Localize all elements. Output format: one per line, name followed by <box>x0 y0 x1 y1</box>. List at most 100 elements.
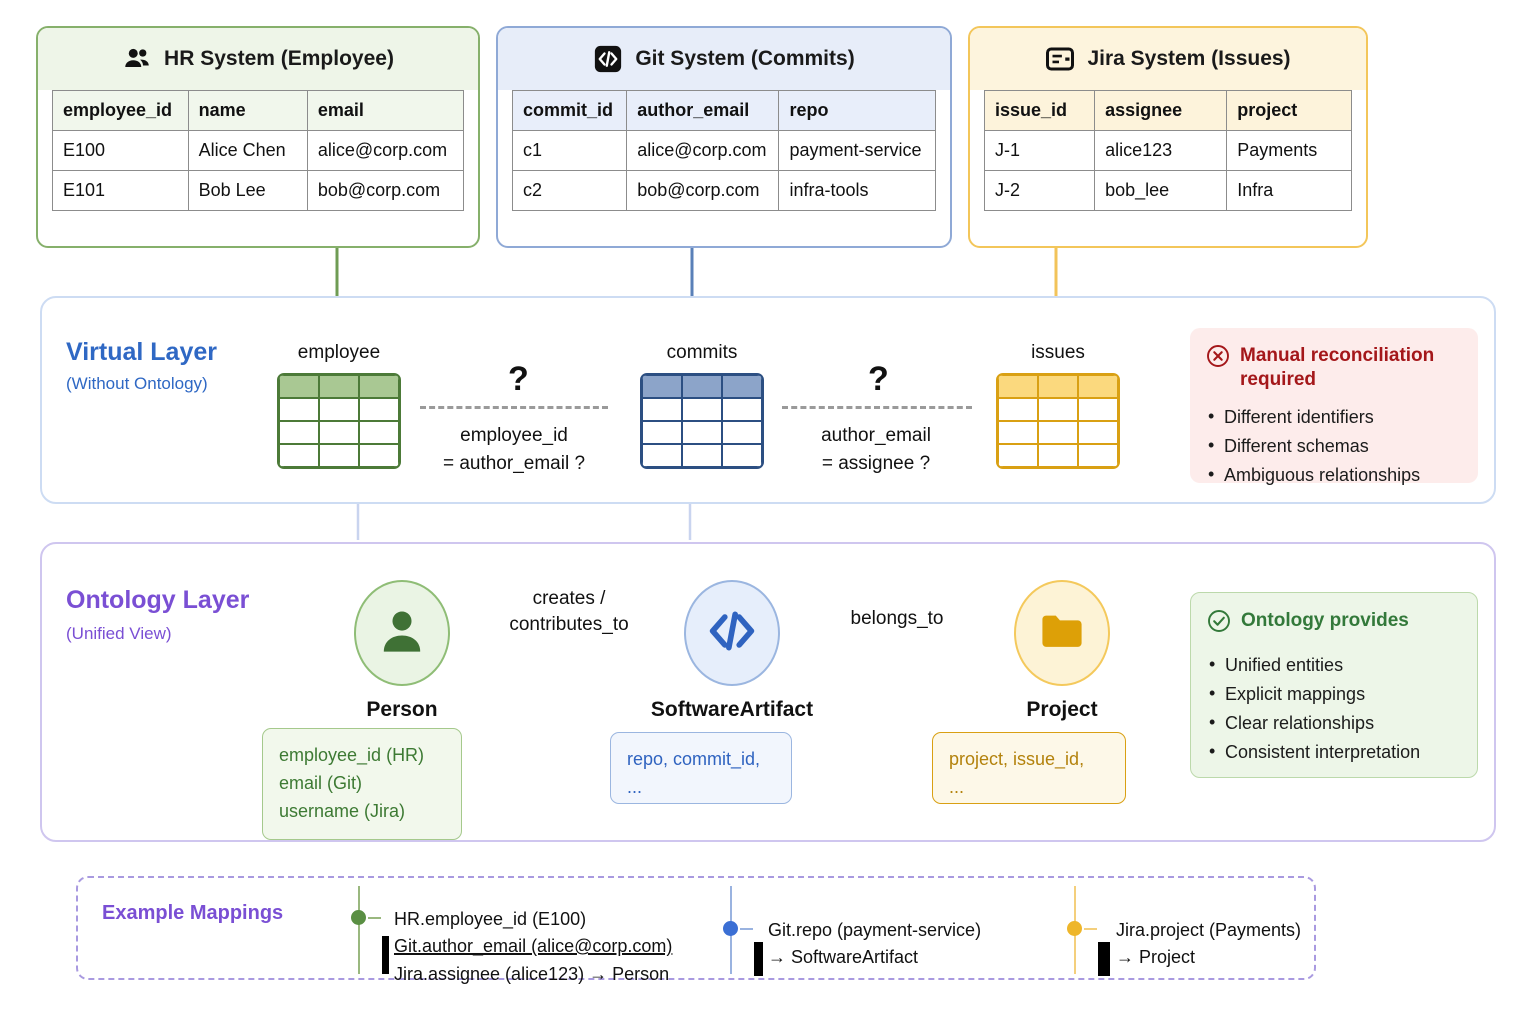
table-cell: bob@corp.com <box>626 170 780 211</box>
callout-list-item: Ambiguous relationships <box>1206 460 1460 490</box>
table-cell: E100 <box>52 130 189 171</box>
callout-list-item: Different identifiers <box>1206 401 1460 432</box>
table-cell: c1 <box>511 130 628 171</box>
node-circle <box>684 580 780 686</box>
mapping-text-block: Jira.project (Payments) → Project <box>1116 917 1301 972</box>
mapping-group-softwareartifact: Git.repo (payment-service) → SoftwareArt… <box>723 886 1020 976</box>
callout-list: Different identifiers Different schemas … <box>1206 401 1460 490</box>
ontology-layer-title: Ontology Layer <box>66 586 250 614</box>
callout-list-item: Unified entities <box>1207 650 1459 680</box>
virtual-link-text-line2: = assignee ? <box>821 452 931 474</box>
relation-label-creates: creates / contributes_to <box>454 586 684 637</box>
table-cell: Payments <box>1226 130 1352 171</box>
table-cell: alice@corp.com <box>626 130 780 171</box>
mapping-text-block: HR.employee_id (E100) Git.author_email (… <box>394 906 672 988</box>
mini-grid <box>277 373 401 469</box>
check-circle-icon <box>1207 609 1231 640</box>
callout-list-item: Consistent interpretation <box>1207 737 1459 767</box>
node-label: Person <box>366 698 438 721</box>
table-row: c2 bob@corp.com infra-tools <box>511 170 936 211</box>
table-row: J-1 alice123 Payments <box>983 130 1352 171</box>
relation-label-belongs-to: belongs_to <box>802 606 992 632</box>
relation-label-line1: creates / <box>532 588 606 609</box>
ontology-node-softwareartifact: SoftwareArtifact <box>644 580 820 722</box>
example-mappings-panel: Example Mappings HR.employee_id (E100) G… <box>76 876 1316 984</box>
column-header: employee_id <box>52 90 189 131</box>
callout-list-item: Different schemas <box>1206 431 1460 461</box>
table-row: c1 alice@corp.com payment-service <box>511 130 936 171</box>
callout-list-item: Clear relationships <box>1207 708 1459 738</box>
mapping-dot <box>723 921 738 936</box>
table-row: E100 Alice Chen alice@corp.com <box>52 130 465 171</box>
mapping-line: Jira.assignee (alice123) → Person <box>394 963 670 984</box>
virtual-link-question-1: ? <box>508 360 529 398</box>
virtual-layer-panel: Virtual Layer (Without Ontology) employe… <box>40 296 1496 504</box>
mapping-rule-line <box>358 886 360 974</box>
mapping-group-project: Jira.project (Payments) → Project <box>1067 886 1354 976</box>
table-header-row: commit_id author_email repo <box>511 90 936 131</box>
attribute-box-softwareartifact: repo, commit_id, ... <box>610 732 792 804</box>
virtual-table-label: commits <box>666 342 738 363</box>
virtual-table-label: issues <box>1031 342 1085 363</box>
source-table-hr: employee_id name email E100 Alice Chen a… <box>52 90 465 211</box>
relation-label-line1: belongs_to <box>850 608 944 629</box>
jira-board-icon <box>1045 44 1075 74</box>
error-circle-icon <box>1206 344 1230 375</box>
attribute-box-project: project, issue_id, ... <box>932 732 1126 804</box>
table-cell: bob_lee <box>1094 170 1228 211</box>
source-card-header-jira: Jira System (Issues) <box>970 28 1366 90</box>
source-table-jira: issue_id assignee project J-1 alice123 P… <box>983 90 1352 211</box>
ontology-node-person: Person <box>314 580 490 722</box>
table-row: E101 Bob Lee bob@corp.com <box>52 170 465 211</box>
mapping-line: Jira.project (Payments) <box>1116 920 1302 940</box>
table-header-row: issue_id assignee project <box>983 90 1352 131</box>
column-header: email <box>306 90 465 131</box>
render-artifact-bar <box>1098 942 1110 976</box>
table-cell: Infra <box>1226 170 1352 211</box>
table-cell: Alice Chen <box>187 130 308 171</box>
source-card-header-git: Git System (Commits) <box>498 28 950 90</box>
virtual-link-dashline-2 <box>782 406 972 409</box>
column-header: name <box>187 90 308 131</box>
mapping-line: Git.repo (payment-service) <box>768 920 982 940</box>
node-circle <box>354 580 450 686</box>
table-cell: payment-service <box>778 130 936 171</box>
attribute-line: username (Jira) <box>279 800 406 821</box>
mapping-line: HR.employee_id (E100) <box>394 909 587 929</box>
ontology-layer-panel: Ontology Layer (Unified View) Person emp… <box>40 542 1496 842</box>
virtual-link-dashline-1 <box>420 406 608 409</box>
mapping-stub <box>740 928 753 930</box>
render-artifact-bar <box>754 942 763 976</box>
attribute-line: employee_id (HR) <box>279 745 425 765</box>
mapping-dot <box>1067 921 1082 936</box>
callout-title-row: Ontology provides <box>1207 609 1459 640</box>
node-circle <box>1014 580 1110 686</box>
attribute-line: project, issue_id, <box>949 749 1085 769</box>
table-cell: E101 <box>52 170 189 211</box>
virtual-link-text-line1: employee_id <box>460 425 568 446</box>
relation-label-line2: contributes_to <box>509 613 629 635</box>
mapping-line: → Project <box>1116 947 1196 968</box>
node-label: Project <box>1026 698 1098 721</box>
mapping-stub <box>368 917 381 919</box>
ontology-provides-callout: Ontology provides Unified entities Expli… <box>1190 592 1478 778</box>
attribute-line: ... <box>949 776 965 797</box>
callout-list-item: Explicit mappings <box>1207 679 1459 709</box>
table-cell: Bob Lee <box>187 170 308 211</box>
source-card-jira: Jira System (Issues) issue_id assignee p… <box>968 26 1368 248</box>
mapping-stub <box>1084 928 1097 930</box>
virtual-link-text-1: employee_id = author_email ? <box>412 422 616 477</box>
callout-title: Manual reconciliation required <box>1240 345 1435 390</box>
person-icon <box>376 605 428 662</box>
mini-grid <box>996 373 1120 469</box>
column-header: assignee <box>1094 90 1228 131</box>
column-header: author_email <box>626 90 780 131</box>
folder-icon <box>1037 606 1087 661</box>
source-card-header-hr: HR System (Employee) <box>38 28 478 90</box>
virtual-layer-subtitle: (Without Ontology) <box>66 374 208 393</box>
mapping-line: → SoftwareArtifact <box>768 947 919 968</box>
virtual-table-commits: commits <box>640 342 764 469</box>
node-label: SoftwareArtifact <box>650 698 814 721</box>
source-title-git: Git System (Commits) <box>635 47 855 70</box>
ontology-layer-subtitle: (Unified View) <box>66 624 172 643</box>
